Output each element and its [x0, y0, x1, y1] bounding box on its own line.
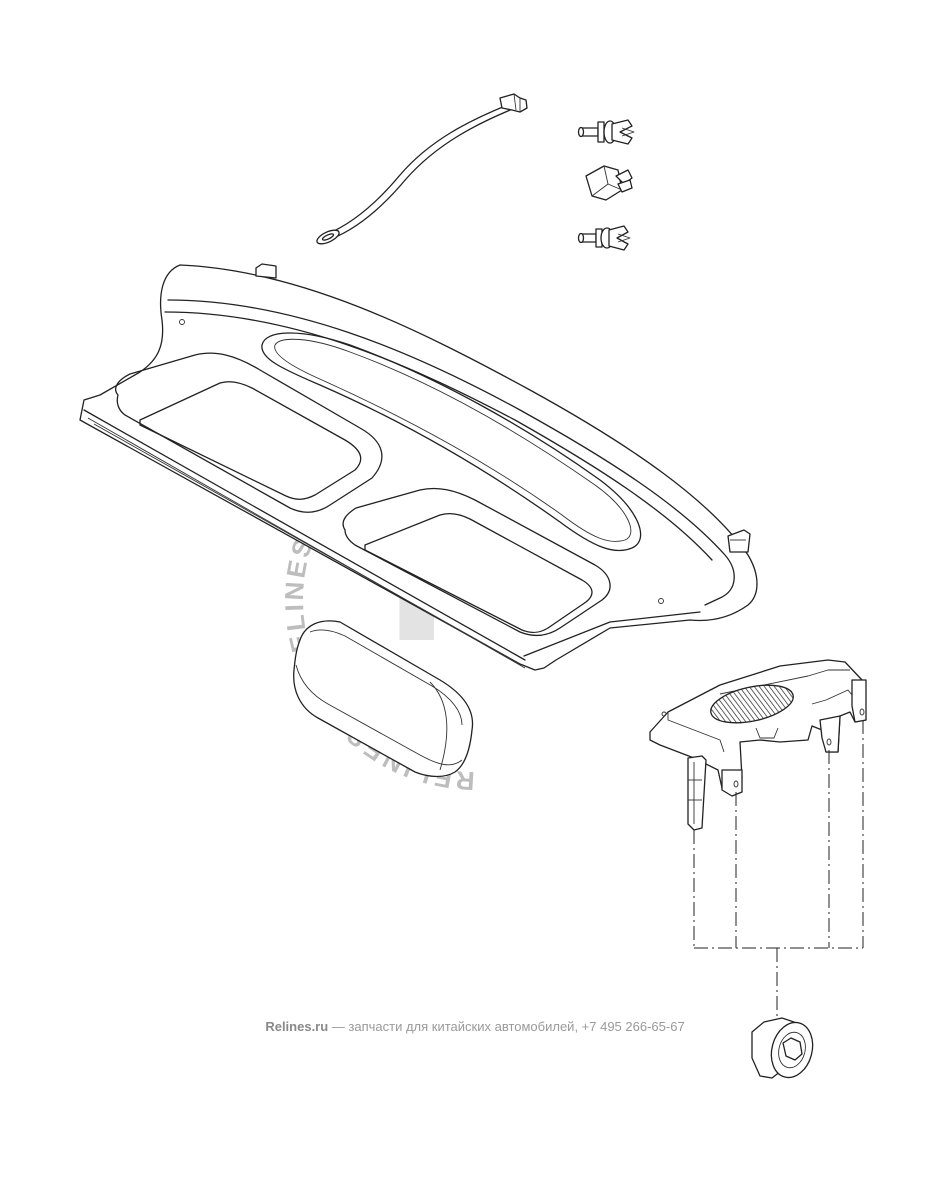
assembly-guides	[693, 720, 864, 1030]
footer-tagline: — запчасти для китайских автомобилей, +7…	[328, 1019, 685, 1034]
holder-clip	[585, 165, 633, 201]
grommet	[751, 1017, 814, 1079]
cable-strap	[316, 93, 528, 245]
speaker-bracket	[649, 659, 867, 831]
rear-parcel-shelf	[79, 263, 758, 671]
push-clip-bottom	[577, 225, 631, 251]
shelf-pad	[293, 620, 474, 778]
speaker-grille	[710, 684, 794, 724]
footer: Relines.ru — запчасти для китайских авто…	[0, 1019, 950, 1034]
push-clip-top	[577, 119, 635, 145]
footer-brand-link[interactable]: Relines.ru	[265, 1019, 329, 1034]
